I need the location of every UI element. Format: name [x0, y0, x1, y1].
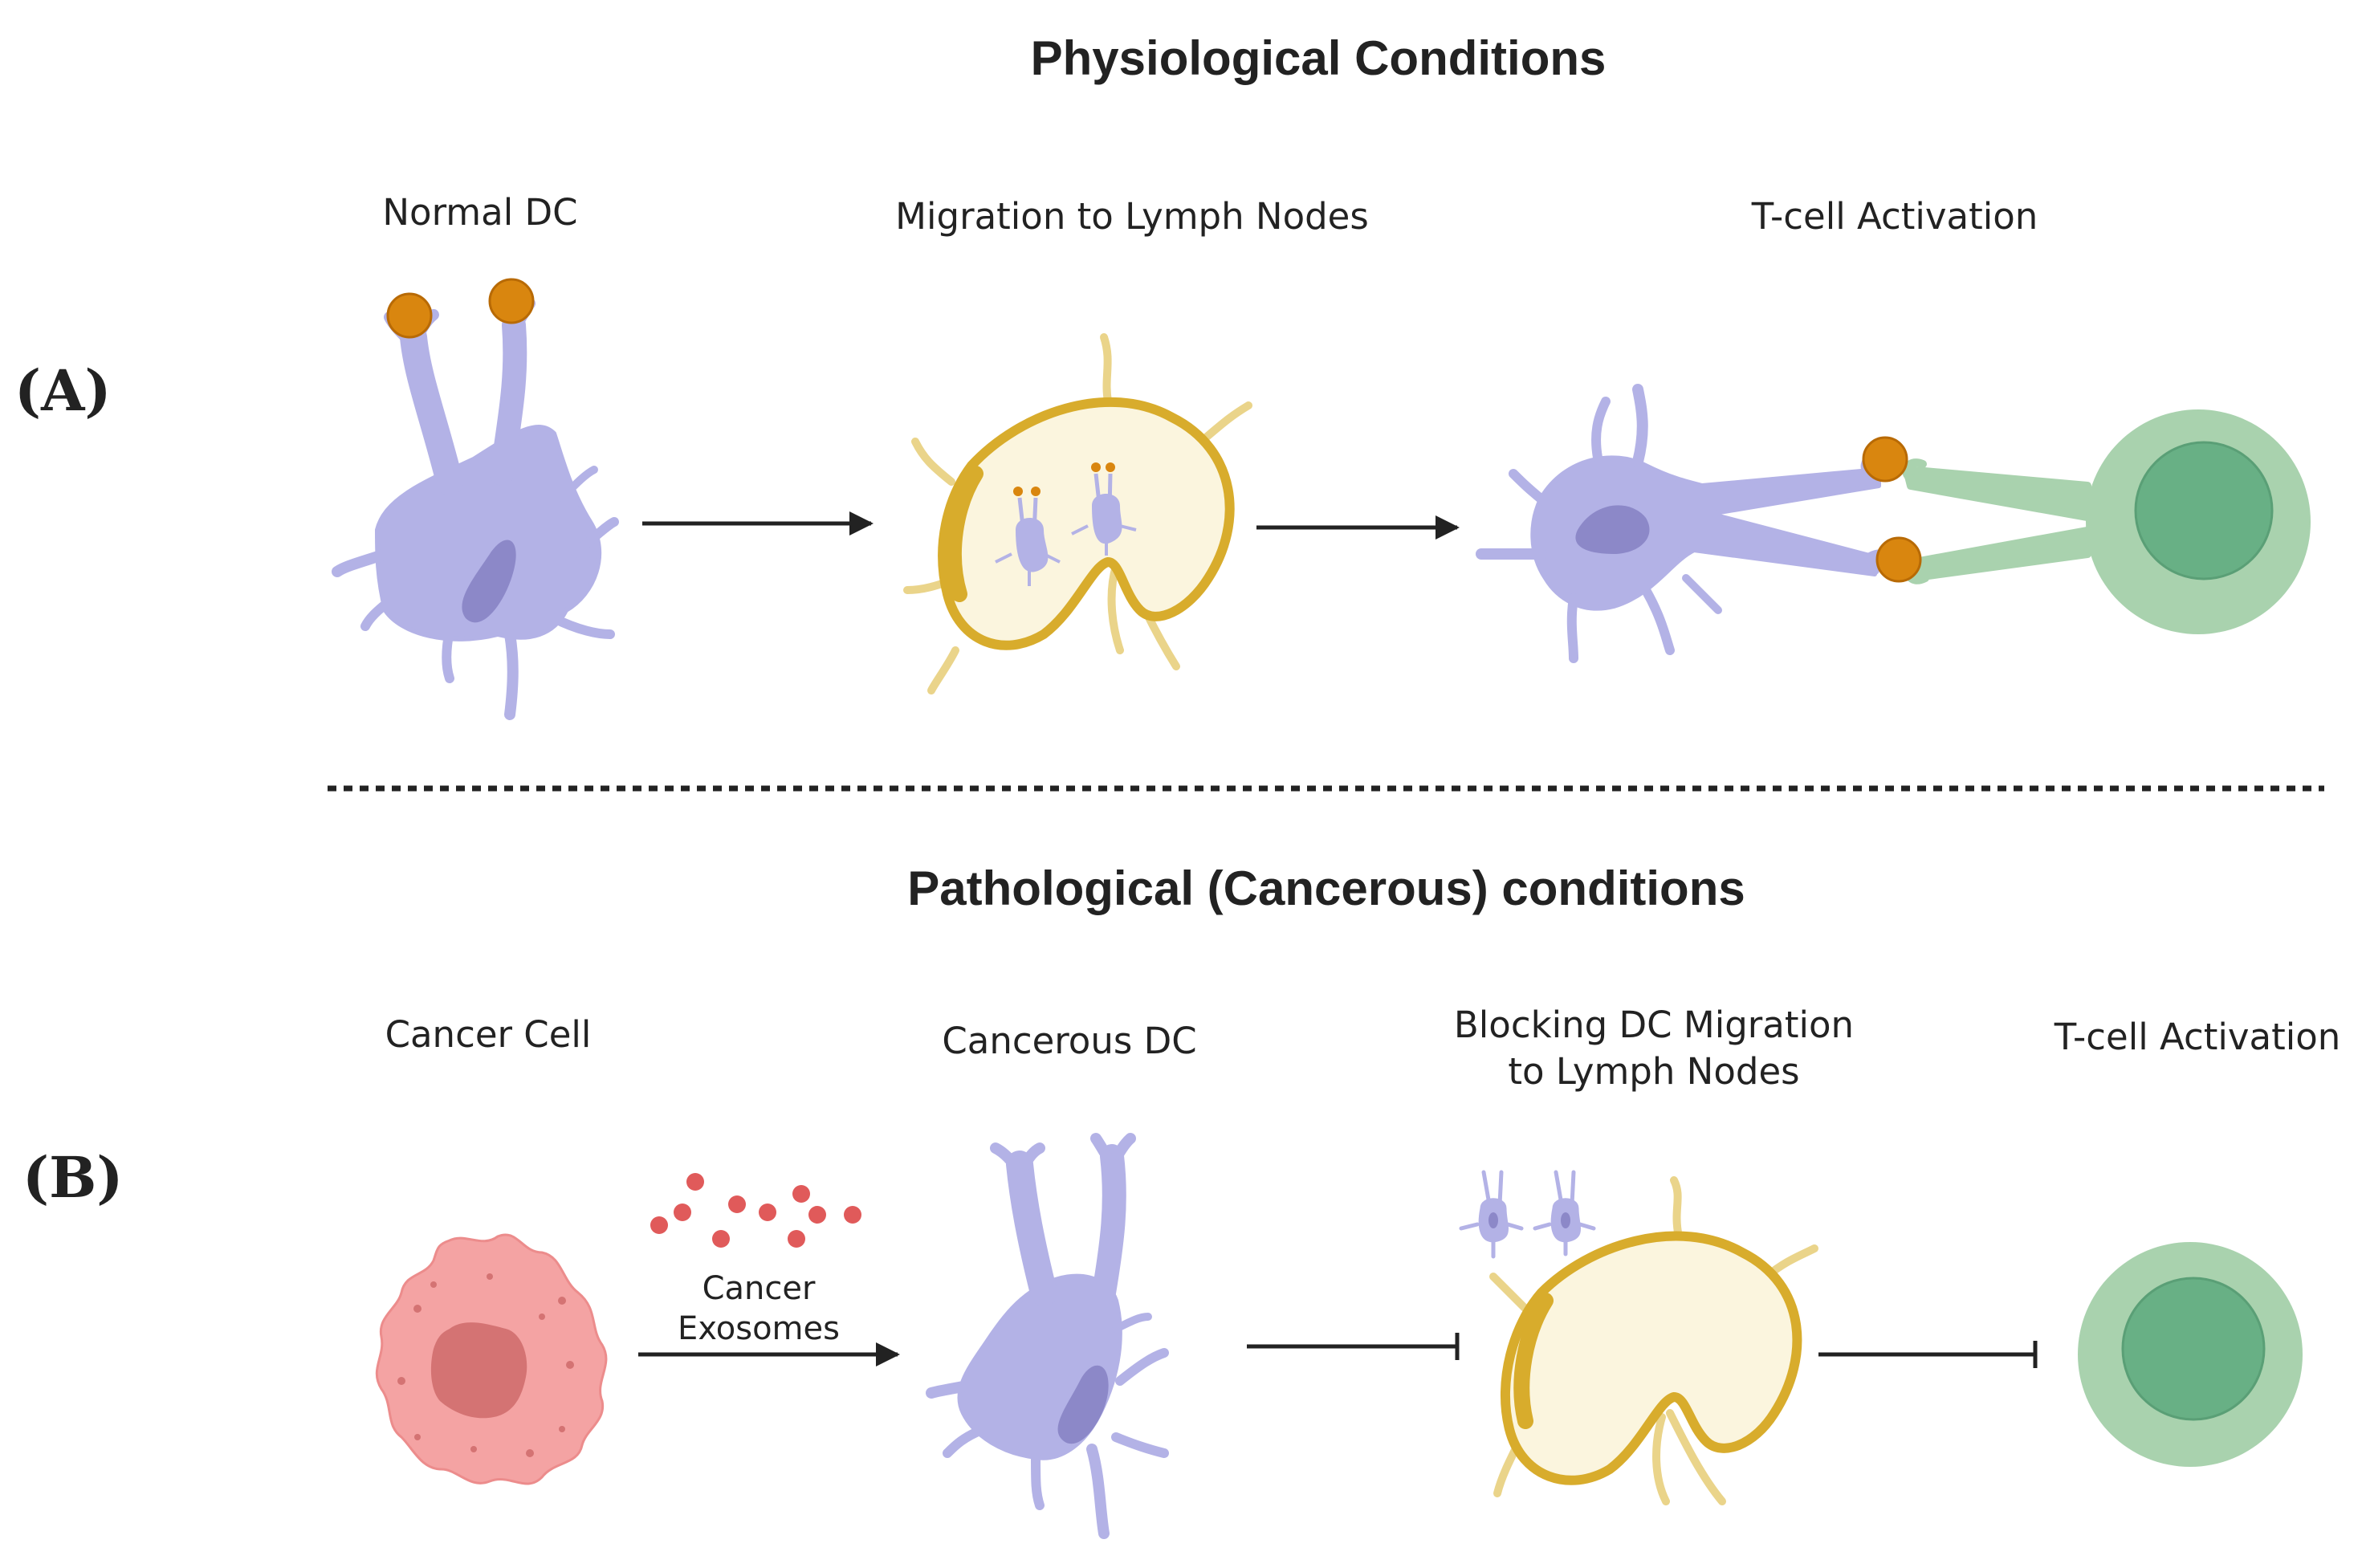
normal-dc-icon: [332, 278, 619, 720]
blocked-dc-icons: [1459, 1170, 1596, 1259]
inhibition-b2: [1247, 1333, 1460, 1360]
cancer-cell-label: Cancer Cell: [385, 1013, 592, 1056]
dc-tcell-synapse-icon: [1476, 384, 2311, 663]
tcell-icon: [2078, 1242, 2303, 1467]
exosomes-label: Cancer Exosomes: [678, 1270, 840, 1347]
inhibition-b3: [1818, 1341, 2038, 1368]
lymph-node-blocked-icon: [1489, 1176, 1818, 1505]
panel-a-heading: Physiological Conditions: [1030, 31, 1607, 85]
panel-a-marker: (A): [14, 357, 112, 424]
panel-b-heading: Pathological (Cancerous) conditions: [907, 861, 1745, 915]
migration-label: Migration to Lymph Nodes: [895, 195, 1369, 238]
tcell-activation-label-b: T-cell Activation: [2054, 1016, 2341, 1058]
panel-b-marker: (B): [22, 1144, 124, 1211]
normal-dc-label: Normal DC: [382, 191, 578, 234]
tcell-activation-label-a: T-cell Activation: [1751, 195, 2038, 238]
cancerous-dc-label: Cancerous DC: [942, 1020, 1197, 1062]
lymph-node-icon: [903, 333, 1252, 694]
cancer-cell-icon: [375, 1233, 608, 1485]
blocking-migration-label: Blocking DC Migration to Lymph Nodes: [1453, 1004, 1855, 1093]
cancerous-dc-icon: [926, 1133, 1169, 1539]
exosome-particles: [650, 1173, 861, 1248]
